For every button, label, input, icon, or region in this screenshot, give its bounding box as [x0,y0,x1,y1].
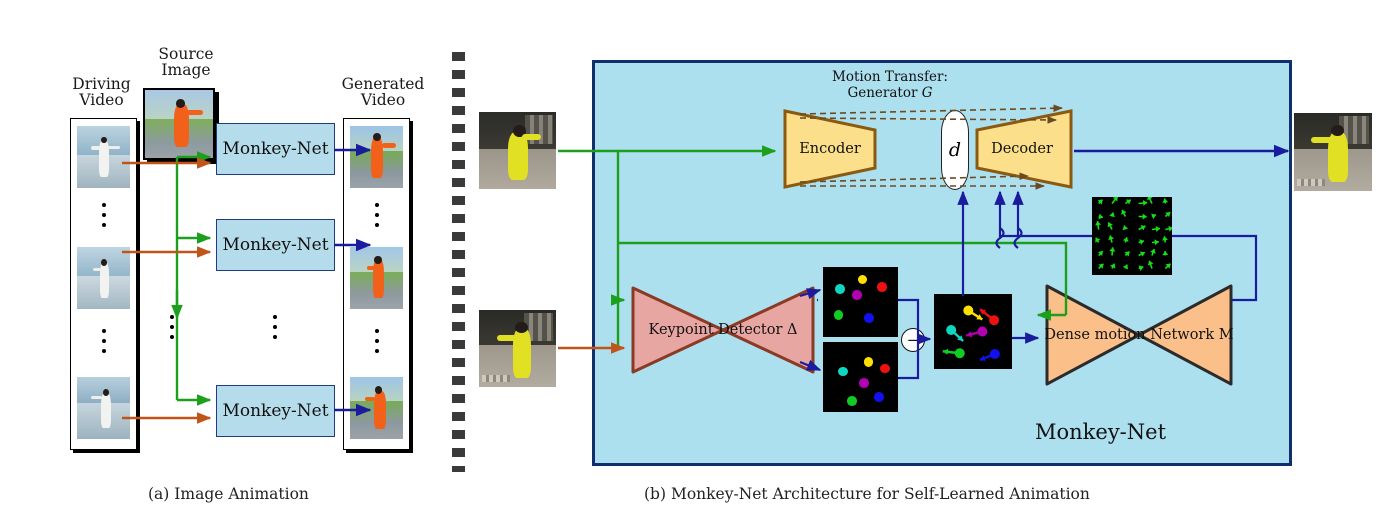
keypoint-dot [880,363,890,374]
keypoint-dot [838,366,848,377]
bottleneck-d: d [941,110,969,190]
keypoint-dot [864,313,874,323]
driving-ellipsis-2 [99,329,109,353]
keypoint-detector-block[interactable]: Keypoint Detector Δ [630,284,816,376]
driving-frame-1 [77,126,130,188]
generated-frame-2 [350,247,403,309]
keypoint-dot [859,378,869,389]
dense-motion-label: Dense motion Network M [1044,327,1234,343]
middle-ellipsis [167,315,177,339]
keypoint-dot [877,282,887,293]
keypoint-dot [852,290,862,300]
panel-b-caption: (b) Monkey-Net Architecture for Self-Lea… [644,485,1090,503]
panel-divider [452,52,465,472]
dense-flow-map [1092,197,1172,275]
generated-frame-3 [350,377,403,439]
generated-frame-1 [350,126,403,188]
monkey-net-block-3-label: Monkey-Net [222,401,329,421]
keypoint-dot [835,283,845,294]
panel-a-caption: (a) Image Animation [148,485,309,503]
dense-motion-block[interactable]: Dense motion Network M [1044,283,1234,387]
generated-video-strip [343,118,410,450]
keypoint-dot [863,357,874,368]
subtract-operator: − [901,328,925,352]
driving-frame-2 [77,247,130,309]
decoder-label: Decoder [991,141,1053,157]
encoder-block[interactable]: Encoder [782,108,878,190]
motion-difference-map [934,294,1012,369]
driving-frame-3 [77,377,130,439]
output-thumb [1294,113,1372,191]
decoder-block[interactable]: Decoder [974,108,1074,190]
driving-input-thumb [479,310,556,387]
generator-title-line2: Generator G [847,84,933,101]
block-column-ellipsis [270,315,280,339]
monkey-net-block-1[interactable]: Monkey-Net [216,123,335,175]
driving-ellipsis-1 [99,203,109,227]
keypoint-dot [857,274,868,285]
keypoint-map-driving [823,342,898,412]
driving-video-strip [70,118,137,450]
source-image-thumb [143,88,215,160]
generated-ellipsis-1 [372,203,382,227]
generator-title-line1: Motion Transfer: [832,69,948,85]
monkey-net-container-label: Monkey-Net [1035,420,1167,444]
generated-ellipsis-2 [372,329,382,353]
keypoint-map-source [823,267,898,337]
keypoint-detector-label: Keypoint Detector Δ [648,322,798,338]
monkey-net-block-3[interactable]: Monkey-Net [216,385,335,437]
bottleneck-label: d [948,139,962,161]
keypoint-dot [847,395,857,406]
generator-title: Motion Transfer: Generator G [790,69,990,101]
keypoint-dot [833,310,844,321]
monkey-net-block-2-label: Monkey-Net [222,235,329,255]
source-input-thumb [479,112,556,189]
keypoint-dot [874,392,884,403]
encoder-label: Encoder [799,141,861,157]
monkey-net-block-1-label: Monkey-Net [222,139,329,159]
monkey-net-block-2[interactable]: Monkey-Net [216,219,335,271]
